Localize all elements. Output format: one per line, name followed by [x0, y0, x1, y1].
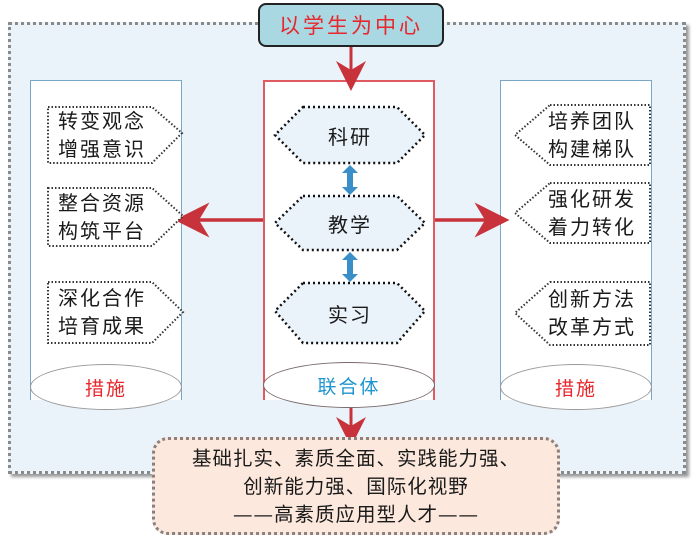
- center-column-label-text: 联合体: [317, 375, 381, 398]
- right-item-2: 强化研发 着力转化: [548, 185, 636, 241]
- hex-internship: [273, 281, 427, 345]
- right-tag-3: [513, 281, 651, 346]
- right-item-1-line1: 培养团队: [548, 109, 636, 133]
- left-tag-1: [47, 106, 184, 164]
- outcome-line2: 创新能力强、国际化视野: [243, 475, 469, 498]
- right-column-label: 措施: [500, 364, 652, 410]
- left-item-1-line2: 增强意识: [58, 137, 146, 161]
- right-tag-2: [513, 182, 651, 244]
- left-column-label: 措施: [30, 364, 182, 410]
- left-column-label-text: 措施: [84, 377, 127, 400]
- outcome-line3: ——高素质应用型人才——: [232, 503, 479, 526]
- right-column-label-text: 措施: [554, 377, 597, 400]
- right-item-2-line2: 着力转化: [548, 215, 636, 239]
- left-item-3-line2: 培育成果: [58, 314, 146, 338]
- outcome-box: 基础扎实、素质全面、实践能力强、 创新能力强、国际化视野 ——高素质应用型人才—…: [152, 437, 560, 535]
- left-tag-2: [47, 187, 185, 247]
- right-tag-1: [513, 104, 651, 166]
- right-item-3-line1: 创新方法: [548, 287, 636, 311]
- right-item-1: 培养团队 构建梯队: [548, 107, 636, 163]
- right-item-3: 创新方法 改革方式: [548, 285, 636, 341]
- left-item-2-line2: 构筑平台: [58, 219, 146, 243]
- hex-teaching: [273, 194, 427, 252]
- double-arrow-teaching-internship: [342, 252, 358, 282]
- hex-teaching-label: 教学: [328, 212, 372, 237]
- left-tag-3: [47, 281, 185, 344]
- hex-research: [273, 105, 427, 165]
- center-column-label: 联合体: [263, 362, 435, 408]
- right-item-2-line1: 强化研发: [548, 187, 636, 211]
- left-item-3-line1: 深化合作: [58, 286, 146, 310]
- left-item-2: 整合资源 构筑平台: [58, 189, 146, 245]
- outcome-line1: 基础扎实、素质全面、实践能力强、: [191, 447, 520, 470]
- right-item-1-line2: 构建梯队: [548, 137, 636, 161]
- center-title: 以学生为中心: [279, 14, 423, 38]
- center-title-box: 以学生为中心: [258, 3, 444, 47]
- double-arrow-research-teaching: [342, 165, 358, 195]
- left-item-2-line1: 整合资源: [58, 191, 146, 215]
- left-item-1-line1: 转变观念: [58, 109, 146, 133]
- right-item-3-line2: 改革方式: [548, 315, 636, 339]
- hex-internship-label: 实习: [328, 302, 372, 327]
- hex-research-label: 科研: [328, 124, 372, 149]
- left-item-3: 深化合作 培育成果: [58, 284, 146, 340]
- left-item-1: 转变观念 增强意识: [58, 107, 146, 163]
